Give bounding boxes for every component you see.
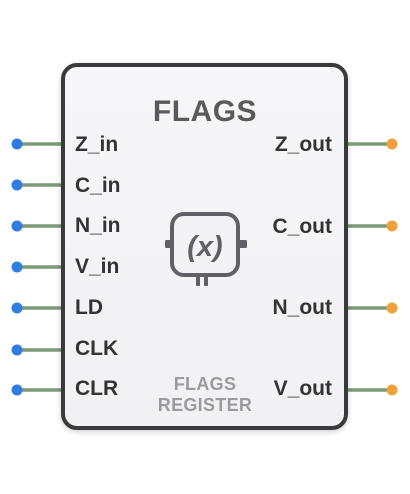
block-title: FLAGS (152, 95, 258, 128)
output-port-z-out (386, 138, 398, 150)
output-port-v-out (386, 384, 398, 396)
input-port-clr (11, 384, 23, 396)
input-label-c-in: C_in (75, 174, 121, 197)
input-label-clr: CLR (75, 377, 119, 400)
input-port-z-in (11, 138, 23, 150)
svg-text:(x): (x) (187, 231, 222, 263)
input-port-clk (11, 344, 23, 356)
input-label-z-in: Z_in (75, 133, 119, 156)
output-port-c-out (386, 220, 398, 232)
output-port-n-out (386, 302, 398, 314)
subtitle-line-2: REGISTER (157, 395, 253, 415)
input-label-v-in: V_in (75, 255, 120, 278)
input-port-ld (11, 302, 23, 314)
input-label-ld: LD (75, 296, 103, 319)
output-label-n-out: N_out (272, 296, 333, 319)
output-label-z-out: Z_out (274, 133, 332, 156)
output-label-v-out: V_out (273, 377, 332, 400)
subtitle-line-1: FLAGS (173, 374, 237, 394)
input-port-c-in (11, 179, 23, 191)
block-subtitle: FLAGS REGISTER (120, 374, 290, 416)
input-label-clk: CLK (75, 337, 119, 360)
input-port-v-in (11, 261, 23, 273)
output-label-c-out: C_out (272, 215, 333, 238)
input-label-n-in: N_in (75, 214, 121, 237)
input-port-n-in (11, 220, 23, 232)
